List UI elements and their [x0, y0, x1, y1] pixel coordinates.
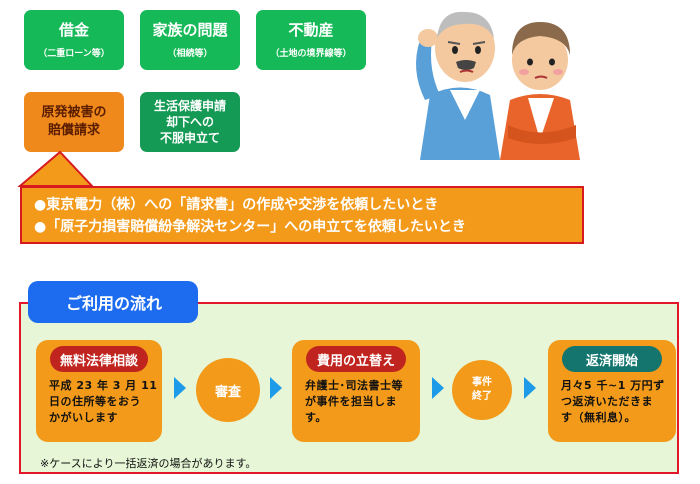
category-nuclear-line1: 原発被害の: [41, 105, 107, 120]
category-debt-sub: （二重ローン等）: [38, 49, 110, 59]
step3-line2: つ返済いただきま: [561, 395, 653, 408]
step-review: 審査: [196, 358, 260, 422]
category-welfare-line2: 却下への: [165, 115, 214, 129]
step-cost-advance: 費用の立替え 弁護士･司法書士等 が事件を担当しま す。: [292, 340, 420, 442]
step-free-consultation-label: 無料法律相談: [50, 346, 148, 372]
step3-line3: す（無利息）。: [561, 411, 636, 424]
step-case-end: 事件 終了: [452, 360, 512, 420]
category-nuclear-line2: 賠償請求: [47, 123, 100, 138]
flow-title: ご利用の流れ: [28, 281, 198, 323]
category-welfare-line1: 生活保護申請: [153, 99, 226, 113]
step1-line3: かがいします: [49, 411, 118, 424]
category-real-estate[interactable]: 不動産 （土地の境界線等）: [256, 10, 366, 70]
arrow-right-icon: [270, 377, 282, 399]
arrow-right-icon: [432, 377, 444, 399]
category-family[interactable]: 家族の問題 （相続等）: [140, 10, 240, 70]
step-free-consultation-text: 平成 23 年 3 月 11 日の住所等をおう かがいします: [49, 378, 157, 426]
callout-bullet-2: ●「原子力損害賠償紛争解決センター」への申立てを依頼したいとき: [34, 219, 466, 235]
category-debt-title: 借金: [58, 21, 89, 39]
nuclear-callout: ●東京電力（株）への「請求書」の作成や交渉を依頼したいとき ●「原子力損害賠償紛…: [20, 186, 584, 244]
category-real-estate-sub: （土地の境界線等）: [270, 49, 352, 59]
case-end-line2: 終了: [472, 391, 492, 402]
arrow-right-icon: [174, 377, 186, 399]
step-repayment: 返済開始 月々5 千~1 万円ず つ返済いただきま す（無利息）。: [548, 340, 676, 442]
step-cost-advance-label: 費用の立替え: [306, 346, 406, 372]
callout-bullet-1: ●東京電力（株）への「請求書」の作成や交渉を依頼したいとき: [34, 197, 439, 213]
step1-line2: 日の住所等をおう: [49, 395, 141, 408]
category-nuclear-damage[interactable]: 原発被害の 賠償請求: [24, 92, 124, 152]
step-cost-advance-text: 弁護士･司法書士等 が事件を担当しま す。: [305, 378, 403, 426]
category-welfare-appeal[interactable]: 生活保護申請 却下への 不服申立て: [140, 92, 240, 152]
case-end-line1: 事件: [472, 377, 492, 388]
callout-pointer: [17, 150, 95, 190]
category-family-sub: （相続等）: [167, 49, 213, 59]
step2-line3: す。: [305, 411, 327, 424]
step-repayment-label: 返済開始: [562, 346, 662, 372]
elderly-couple-illustration: [416, 11, 580, 160]
step2-line1: 弁護士･司法書士等: [305, 379, 403, 392]
flow-note: ※ケースにより一括返済の場合があります。: [40, 457, 257, 470]
arrow-right-icon: [524, 377, 536, 399]
category-debt[interactable]: 借金 （二重ローン等）: [24, 10, 124, 70]
step1-line1: 平成 23 年 3 月 11: [49, 379, 158, 392]
category-family-title: 家族の問題: [152, 21, 228, 39]
step3-line1: 月々5 千~1 万円ず: [561, 379, 665, 392]
category-real-estate-title: 不動産: [288, 21, 334, 39]
step2-line2: が事件を担当しま: [305, 395, 397, 408]
category-welfare-line3: 不服申立て: [159, 131, 220, 145]
step-repayment-text: 月々5 千~1 万円ず つ返済いただきま す（無利息）。: [561, 378, 665, 426]
step-free-consultation: 無料法律相談 平成 23 年 3 月 11 日の住所等をおう かがいします: [36, 340, 162, 442]
